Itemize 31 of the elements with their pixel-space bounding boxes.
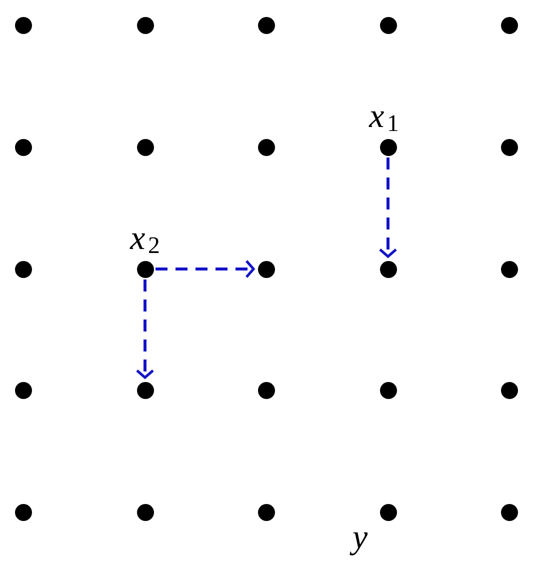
lattice-dot [14, 260, 32, 278]
dashed-arrow [136, 280, 154, 379]
lattice-dot [14, 504, 32, 520]
lattice-dot [258, 260, 274, 278]
lattice-dot [500, 138, 518, 156]
lattice-dot [258, 504, 274, 520]
lattice-dot [380, 260, 396, 278]
lattice-dot [380, 138, 396, 156]
lattice-dot [380, 382, 396, 398]
lattice-dot [136, 504, 154, 520]
lattice-dot [380, 16, 396, 34]
lattice-dot [14, 16, 32, 34]
lattice-dot [258, 16, 274, 34]
lattice-dot [136, 16, 154, 34]
lattice-dot [136, 260, 154, 278]
lattice-dot [136, 138, 154, 156]
point-label: y [352, 521, 368, 555]
point-label: x$_{2}$ [130, 222, 160, 256]
lattice-dot [14, 382, 32, 398]
lattice-dot [500, 504, 518, 520]
lattice-dot [136, 382, 154, 398]
lattice-dot [500, 382, 518, 398]
point-label: x$_{1}$ [369, 100, 399, 134]
lattice-dot [258, 382, 274, 398]
lattice-dot [500, 16, 518, 34]
dashed-arrow [156, 260, 255, 278]
lattice-dot [500, 260, 518, 278]
dashed-arrow [378, 158, 398, 258]
lattice-dot [380, 504, 396, 520]
lattice-dot [14, 138, 32, 156]
lattice-dot [258, 138, 274, 156]
